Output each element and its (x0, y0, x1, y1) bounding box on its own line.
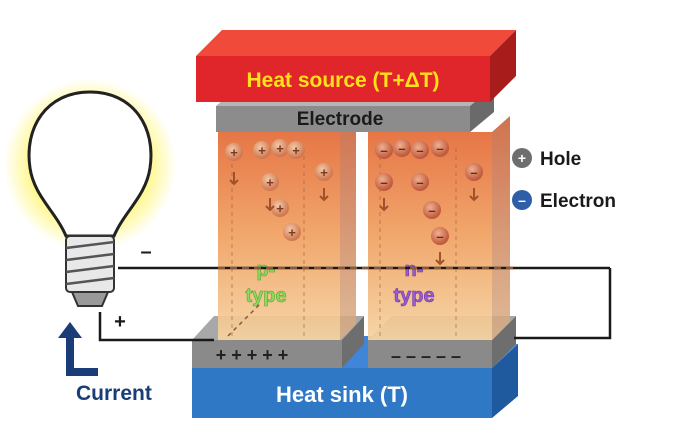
circuit-wires (98, 266, 612, 342)
p-type-leg: p- type (218, 118, 356, 340)
n-type-label-line1: n- (405, 259, 424, 281)
n-type-leg: n- type (368, 116, 510, 340)
electron-particle: – (431, 139, 449, 157)
svg-text:–: – (416, 143, 423, 158)
svg-text:+: + (276, 141, 284, 156)
electron-particle: – (465, 163, 483, 181)
electron-particles: – – – – – – – – – (375, 139, 483, 266)
hole-particle: + (225, 143, 243, 161)
hole-symbol: + (518, 150, 526, 166)
hole-particles: + + + + + + + + (225, 139, 333, 241)
bulb-screw-base (65, 235, 115, 307)
electron-particle: – (393, 139, 411, 157)
current-arrow-icon (58, 322, 98, 376)
legend-hole: + Hole (512, 148, 581, 170)
electron-icon (512, 190, 532, 210)
electron-particle: – (411, 141, 429, 159)
electron-symbol: – (518, 192, 526, 208)
heat-source-label: Heat source (T+ΔT) (246, 69, 439, 92)
svg-text:+: + (292, 143, 300, 158)
n-bottom-charges: – – – – – (391, 346, 461, 366)
bulb-plus-sign: + (114, 311, 126, 333)
hole-particle: + (253, 141, 271, 159)
current-indicator: Current (58, 322, 152, 405)
p-bottom-charges: + + + + + (216, 345, 289, 365)
p-type-label-line2: type (245, 285, 286, 307)
svg-text:+: + (258, 143, 266, 158)
svg-text:+: + (276, 201, 284, 216)
svg-text:–: – (380, 143, 387, 158)
svg-text:–: – (470, 165, 477, 180)
svg-text:–: – (398, 141, 405, 156)
electron-particle: – (375, 141, 393, 159)
light-bulb: – + (4, 79, 176, 333)
electrode-label: Electrode (297, 109, 384, 130)
electron-particle: – (375, 173, 393, 191)
bulb-minus-sign: – (140, 241, 151, 263)
svg-text:+: + (230, 145, 238, 160)
electron-particle: – (411, 173, 429, 191)
svg-text:+: + (288, 225, 296, 240)
hole-particle: + (271, 199, 289, 217)
heat-source: Heat source (T+ΔT) (196, 30, 516, 102)
heat-sink-label: Heat sink (T) (276, 382, 408, 407)
svg-text:–: – (380, 175, 387, 190)
svg-text:–: – (416, 175, 423, 190)
electron-particle: – (423, 201, 441, 219)
legend-electron: – Electron (512, 190, 616, 212)
legend-electron-label: Electron (540, 191, 616, 212)
current-label: Current (76, 382, 152, 405)
hole-particle: + (271, 139, 289, 157)
hole-particle: + (283, 223, 301, 241)
svg-text:–: – (428, 203, 435, 218)
legend: + Hole – Electron (512, 148, 616, 212)
electron-particle: – (431, 227, 449, 245)
hole-particle: + (261, 173, 279, 191)
hole-particle: + (315, 163, 333, 181)
n-type-label-line2: type (393, 285, 434, 307)
svg-text:–: – (436, 141, 443, 156)
legend-hole-label: Hole (540, 149, 581, 170)
hole-particle: + (287, 141, 305, 159)
hole-icon (512, 148, 532, 168)
p-type-label-line1: p- (257, 259, 276, 281)
svg-text:+: + (266, 175, 274, 190)
svg-text:–: – (436, 229, 443, 244)
svg-text:+: + (320, 165, 328, 180)
